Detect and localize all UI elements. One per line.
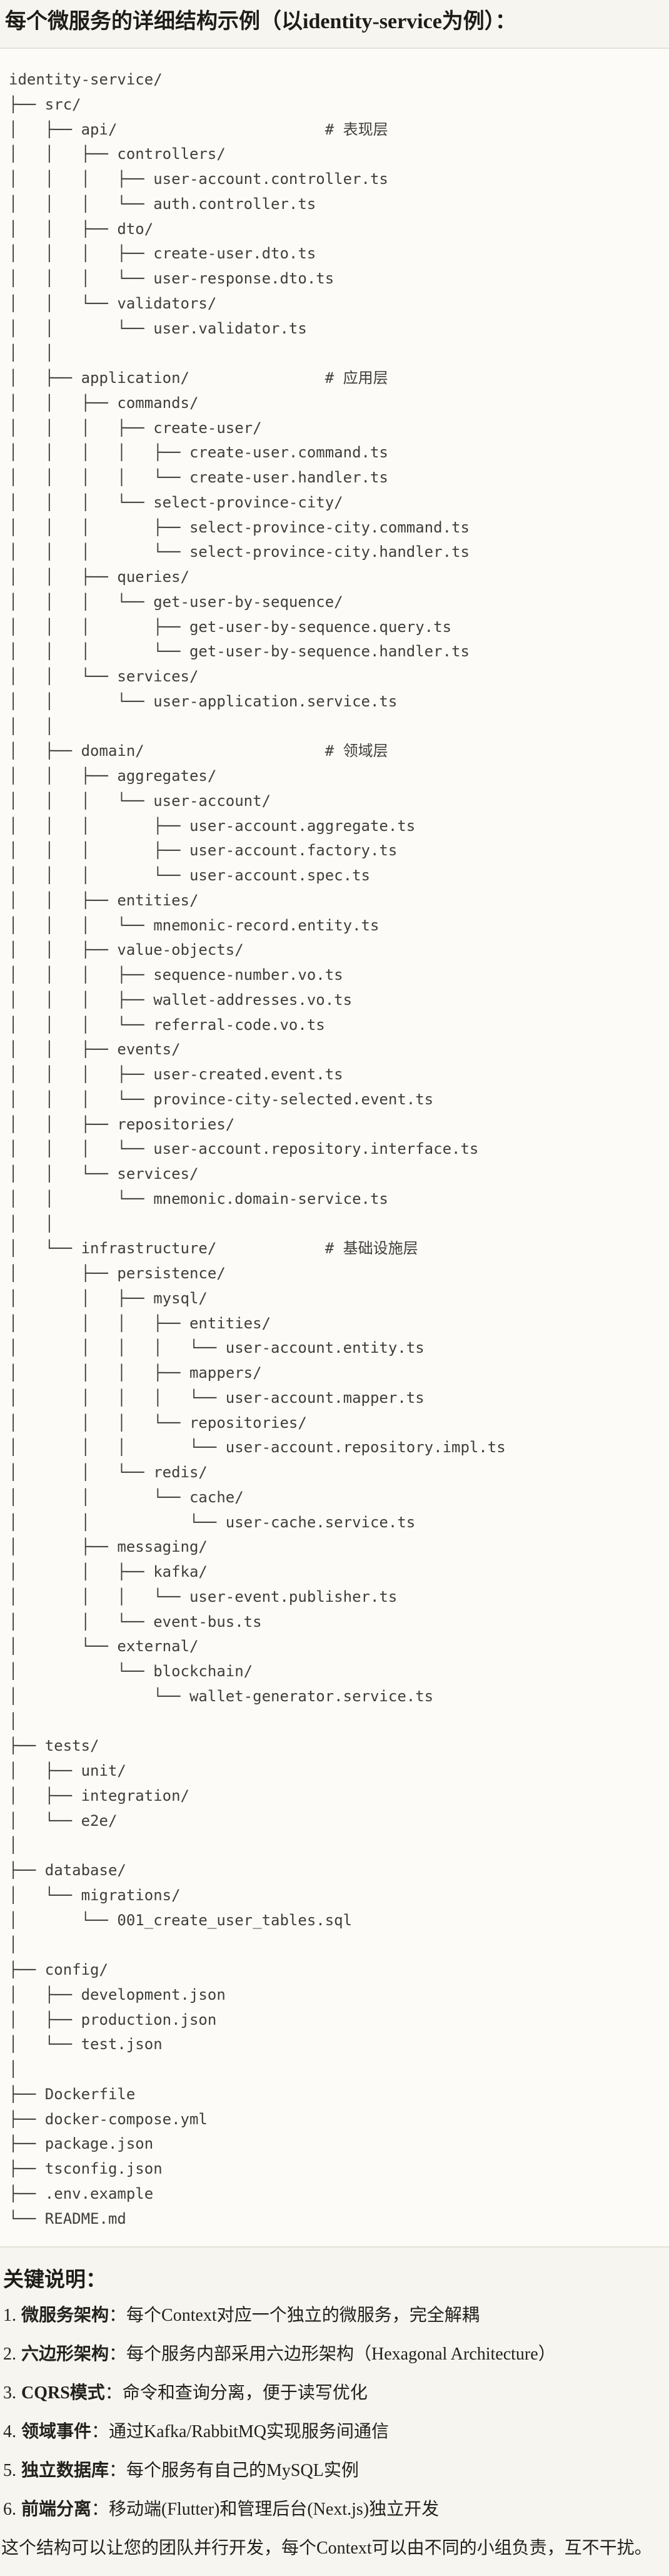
note-label: 前端分离 [21, 2500, 92, 2520]
closing-paragraph: 这个结构可以让您的团队并行开发，每个Context可以由不同的小组负责，互不干扰… [1, 2538, 652, 2558]
note-colon: ： [91, 2500, 109, 2520]
code-block: identity-service/ ├── src/ │ ├── api/ # … [0, 48, 669, 2248]
notes-title: 关键说明： [3, 2269, 106, 2292]
note-label: 微服务架构 [21, 2306, 109, 2326]
note-text: 移动端(Flutter)和管理后台(Next.js)独立开发 [109, 2500, 440, 2520]
note-colon: ： [91, 2422, 109, 2442]
note-item-5: 5.独立数据库：每个服务有自己的MySQL实例 [3, 2459, 664, 2483]
notes-list: 1.微服务架构：每个Context对应一个独立的微服务，完全解耦 2.六边形架构… [3, 2304, 664, 2522]
note-text: 每个服务内部采用六边形架构（Hexagonal Architecture） [126, 2344, 556, 2365]
note-number: 4. [3, 2422, 16, 2442]
note-number: 6. [3, 2500, 16, 2520]
markdown-document: 每个微服务的详细结构示例（以identity-service为例）： ident… [0, 8, 669, 2560]
note-label: 独立数据库 [21, 2461, 109, 2481]
note-text: 每个服务有自己的MySQL实例 [126, 2461, 359, 2481]
note-colon: ： [109, 2306, 127, 2326]
note-number: 1. [3, 2306, 16, 2326]
note-number: 5. [3, 2461, 16, 2481]
directory-tree: identity-service/ ├── src/ │ ├── api/ # … [9, 71, 506, 2227]
note-label: CQRS模式 [21, 2383, 105, 2403]
document-page: { "header": { "title": "每个微服务的详细结构示例（以id… [0, 8, 669, 2561]
note-number: 3. [3, 2383, 16, 2403]
note-label: 六边形架构 [21, 2344, 109, 2365]
note-text: 命令和查询分离，便于读写优化 [122, 2383, 368, 2403]
notes-section: 关键说明： 1.微服务架构：每个Context对应一个独立的微服务，完全解耦 2… [0, 2266, 669, 2522]
note-text: 每个Context对应一个独立的微服务，完全解耦 [126, 2306, 480, 2326]
note-colon: ： [104, 2383, 123, 2403]
note-item-6: 6.前端分离：移动端(Flutter)和管理后台(Next.js)独立开发 [3, 2498, 664, 2522]
note-item-4: 4.领域事件：通过Kafka/RabbitMQ实现服务间通信 [3, 2420, 664, 2444]
page-title: 每个微服务的详细结构示例（以identity-service为例）： [5, 10, 516, 33]
note-number: 2. [3, 2344, 16, 2365]
note-item-1: 1.微服务架构：每个Context对应一个独立的微服务，完全解耦 [3, 2304, 664, 2328]
note-item-3: 3.CQRS模式：命令和查询分离，便于读写优化 [3, 2381, 664, 2405]
note-colon: ： [109, 2344, 127, 2365]
note-label: 领域事件 [21, 2422, 92, 2442]
note-colon: ： [109, 2461, 127, 2481]
note-text: 通过Kafka/RabbitMQ实现服务间通信 [109, 2422, 389, 2442]
note-item-2: 2.六边形架构：每个服务内部采用六边形架构（Hexagonal Architec… [3, 2343, 664, 2366]
